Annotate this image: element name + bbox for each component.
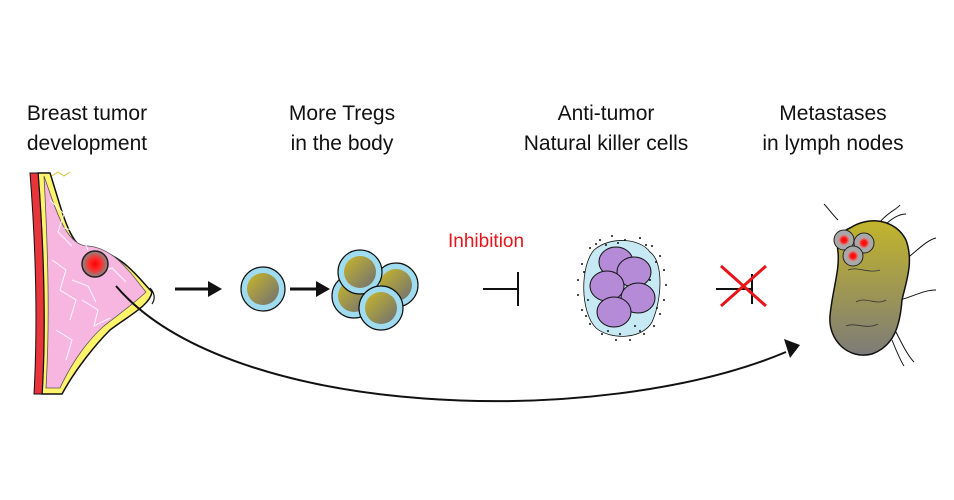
arrow-1 [175, 281, 222, 297]
breast-label-line-1: Breast tumor [26, 102, 148, 125]
inhibition-label: Inhibition [448, 231, 525, 252]
breast-tumor-icon [29, 171, 155, 395]
nk-cells-label: Anti-tumor Natural killer cells [524, 99, 689, 159]
arrow-2 [290, 281, 330, 297]
breast-label-line-2: development [26, 132, 148, 155]
blocked-inhibition-icon [716, 264, 767, 308]
metastases-label-line-2: in lymph nodes [762, 132, 904, 155]
metastases-label: Metastases in lymph nodes [762, 99, 903, 159]
tregs-label: More Tregs in the body [289, 99, 395, 159]
nk-cell-cluster-icon [577, 235, 667, 341]
metastasis-cluster [833, 229, 875, 267]
nk-label-line-1: Anti-tumor [557, 102, 655, 125]
tregs-label-line-2: in the body [290, 132, 394, 155]
cross-mark-icon [720, 264, 767, 308]
nk-label-line-2: Natural killer cells [523, 132, 689, 155]
lymph-node-icon [823, 203, 937, 367]
treg-cell-icon [240, 266, 286, 312]
metastasis-arrow [115, 285, 800, 403]
breast-tumor-label: Breast tumor development [27, 99, 147, 159]
inhibition-bar-icon [483, 272, 519, 306]
tregs-label-line-1: More Tregs [288, 102, 396, 125]
treg-cluster-icon [331, 249, 419, 331]
metastases-label-line-1: Metastases [779, 102, 887, 125]
primary-tumor [81, 250, 109, 278]
